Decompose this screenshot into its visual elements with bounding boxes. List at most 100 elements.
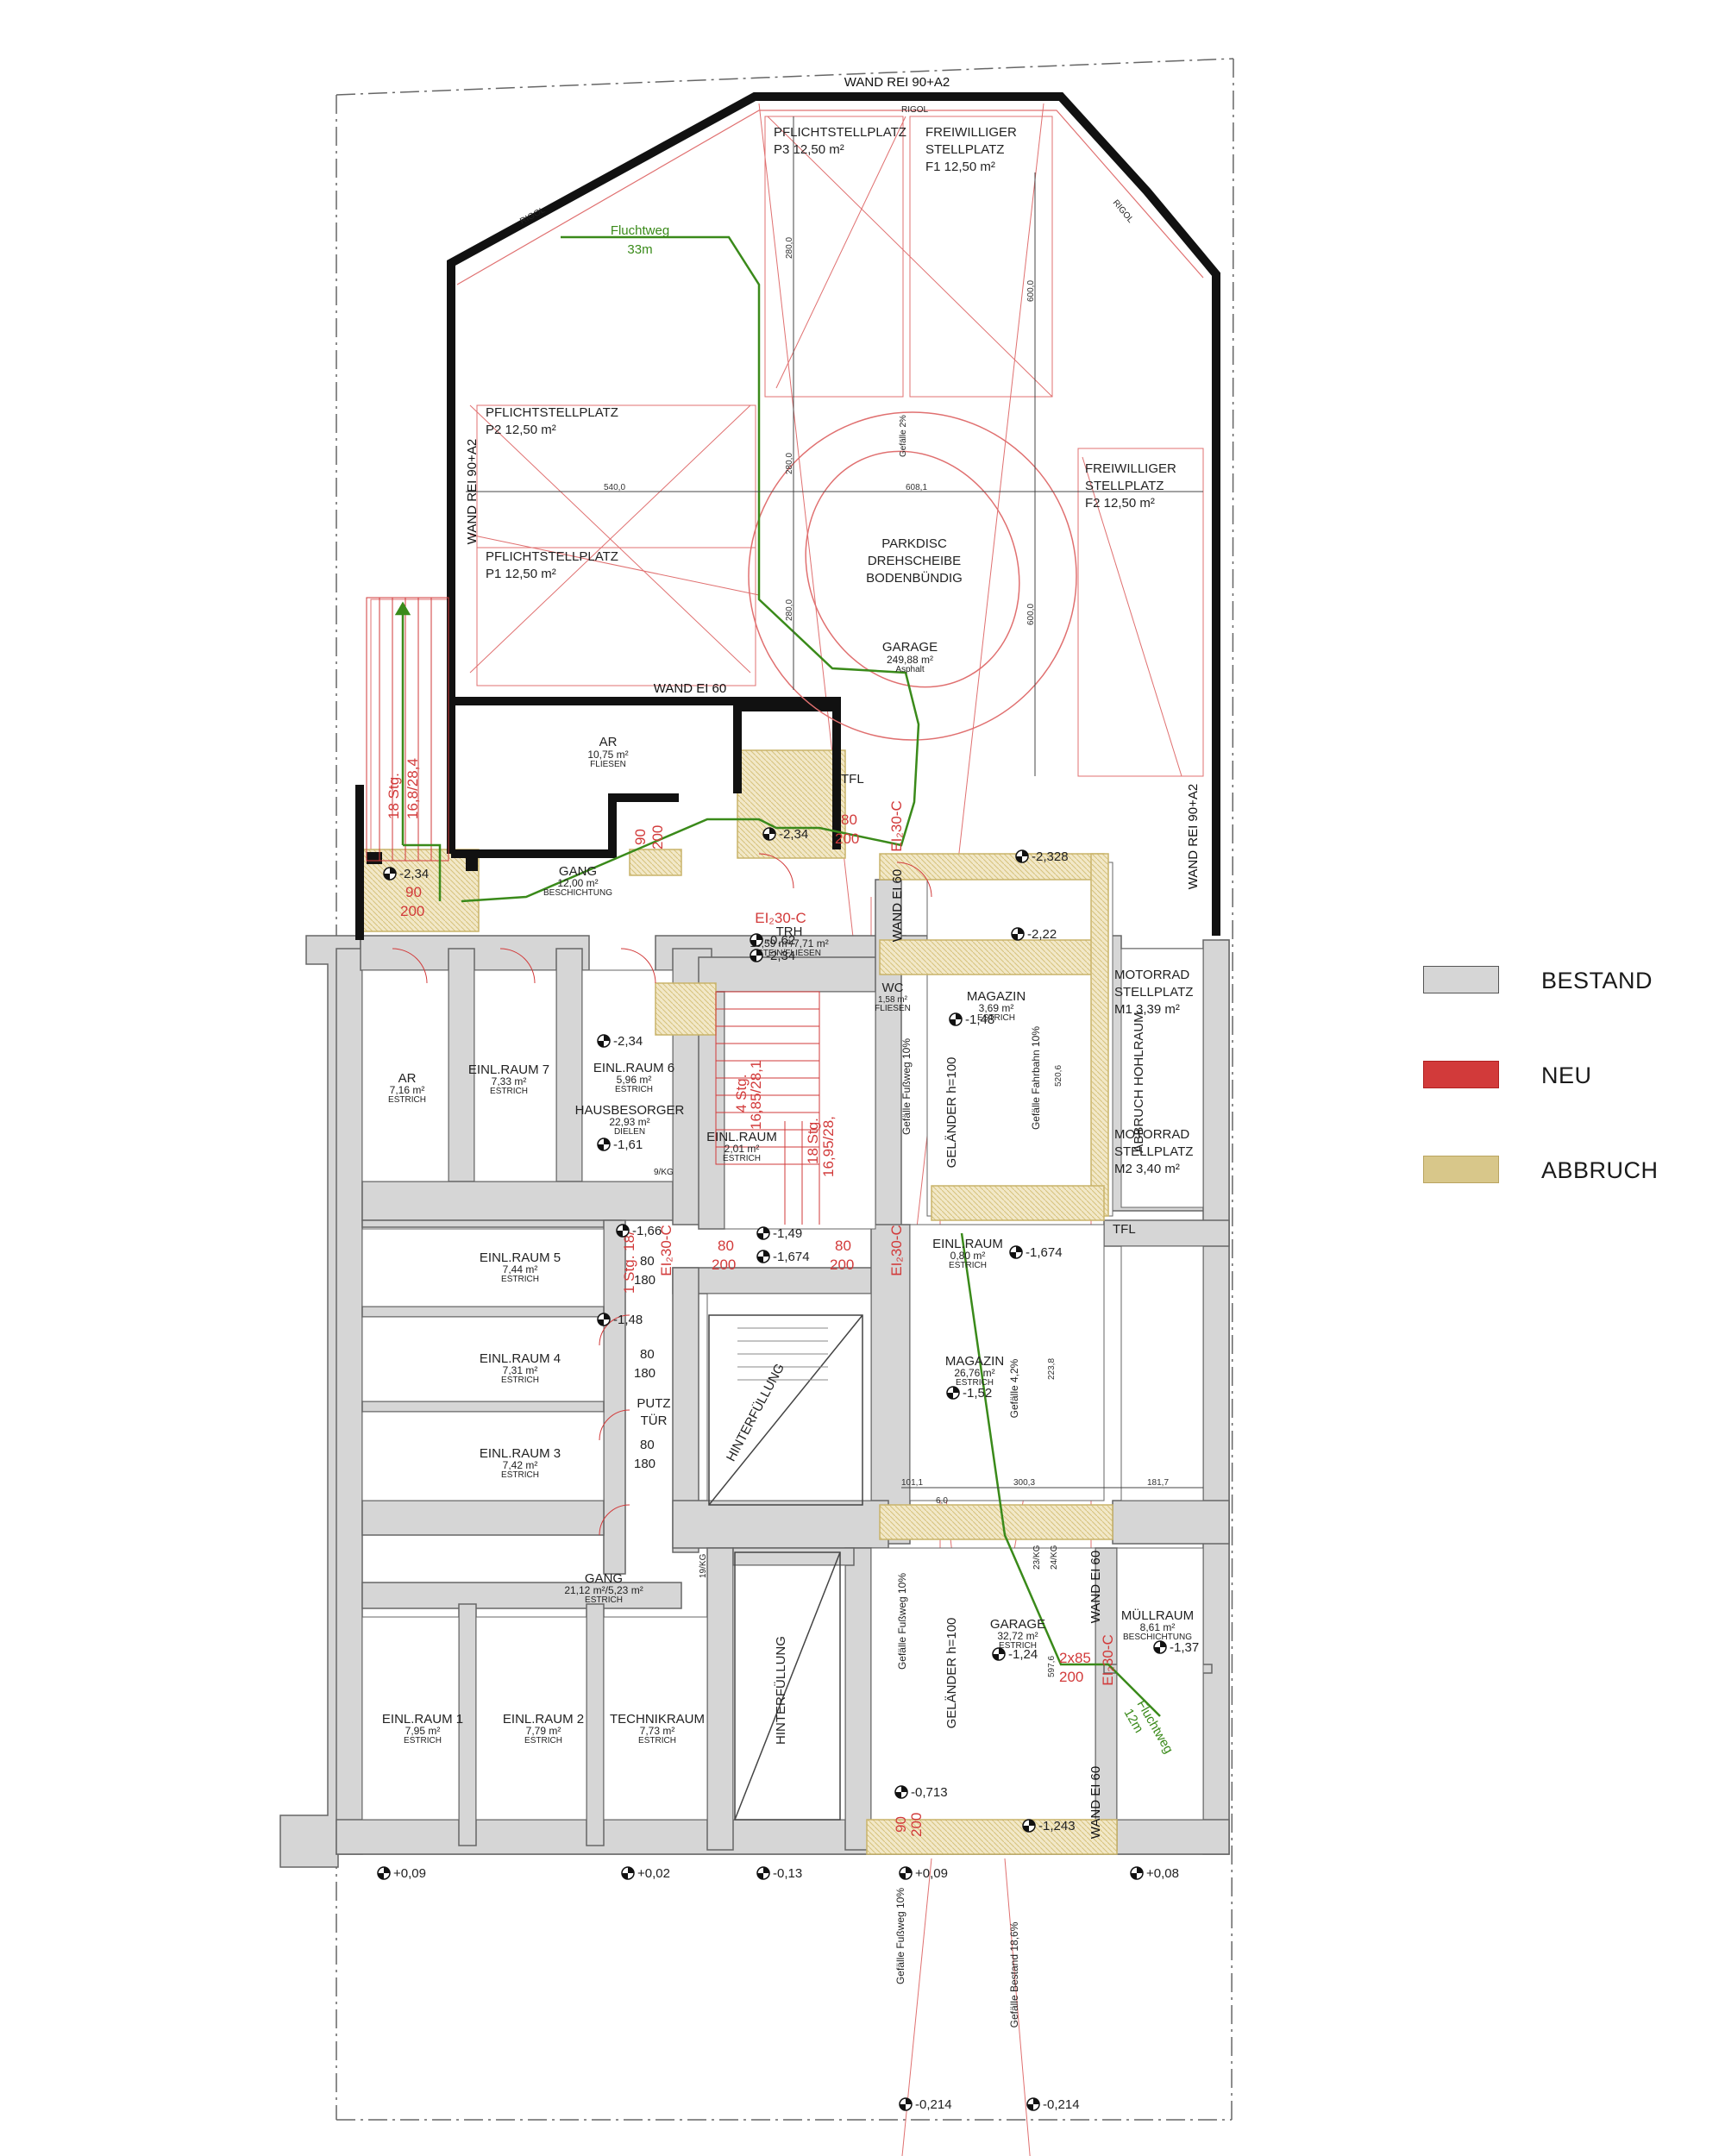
rigol-label-top: RIGOL: [901, 105, 929, 115]
svg-text:7,44 m²: 7,44 m²: [503, 1263, 538, 1275]
kg23-label: 23/KG: [1032, 1545, 1042, 1570]
level-value: -0,214: [915, 2097, 952, 2112]
parking-m1: MOTORRAD STELLPLATZ M1 3,39 m²: [1114, 968, 1193, 1017]
stair-label-4: 1 Stg. 18/: [621, 1231, 637, 1294]
svg-text:EINL.RAUM 2: EINL.RAUM 2: [503, 1712, 584, 1727]
dim-540: 540,0: [604, 483, 625, 492]
svg-text:STELLPLATZ: STELLPLATZ: [1114, 1144, 1193, 1159]
existing-walls: [279, 879, 1230, 1868]
wall-label-ei60-lower1: WAND EI 60: [1088, 1551, 1103, 1623]
svg-text:3,69 m²: 3,69 m²: [979, 1002, 1014, 1014]
svg-text:12,00 m²: 12,00 m²: [557, 877, 598, 889]
level-marker: -1,66: [616, 1224, 662, 1238]
dim-181: 181,7: [1147, 1478, 1169, 1488]
svg-text:ESTRICH: ESTRICH: [638, 1736, 676, 1745]
svg-text:M2 3,40 m²: M2 3,40 m²: [1114, 1162, 1180, 1176]
svg-text:F1 12,50 m²: F1 12,50 m²: [925, 160, 995, 174]
legend-label: NEU: [1541, 1062, 1592, 1088]
svg-text:PARKDISC: PARKDISC: [881, 536, 947, 551]
level-marker: -1,49: [756, 1226, 802, 1241]
level-marker: -2,22: [1011, 927, 1057, 942]
svg-text:FLIESEN: FLIESEN: [875, 1004, 911, 1013]
svg-text:7,42 m²: 7,42 m²: [503, 1459, 538, 1471]
svg-text:32,72 m²: 32,72 m²: [997, 1630, 1038, 1642]
svg-text:80: 80: [640, 1254, 655, 1269]
level-value: +0,09: [393, 1866, 426, 1881]
level-value: -0,62: [766, 933, 795, 948]
level-value: -1,48: [613, 1313, 643, 1327]
dim-600a: 600,0: [1026, 280, 1036, 302]
level-value: +0,08: [1146, 1866, 1179, 1881]
rigol-label: RIGOL: [518, 205, 547, 227]
svg-text:MAGAZIN: MAGAZIN: [967, 989, 1026, 1004]
door-dim-2: 90 200: [632, 825, 666, 849]
svg-text:7,31 m²: 7,31 m²: [503, 1364, 538, 1376]
svg-text:F2 12,50 m²: F2 12,50 m²: [1085, 496, 1155, 511]
existing-stairs: [737, 1327, 828, 1381]
svg-text:STEIN/FLIESEN: STEIN/FLIESEN: [757, 949, 821, 958]
dim-223: 223,8: [1047, 1358, 1057, 1380]
svg-text:18 Stg.: 18 Stg.: [386, 773, 402, 819]
cleaning-door-label-1: PUTZ: [637, 1396, 670, 1411]
svg-text:ESTRICH: ESTRICH: [585, 1595, 623, 1605]
wall-label-ei60-lower2: WAND EI 60: [1088, 1766, 1103, 1839]
svg-text:GARAGE: GARAGE: [882, 640, 938, 655]
svg-text:2x85: 2x85: [1059, 1650, 1091, 1666]
slope-mid: Gefälle 4,2%: [1008, 1358, 1020, 1418]
legend-label: BESTAND: [1541, 968, 1653, 993]
level-value: -0,13: [773, 1866, 802, 1881]
wall-label-ei60-vertical: WAND EI 60: [890, 869, 905, 942]
dim-520: 520,6: [1054, 1065, 1063, 1087]
new-stairs: [366, 597, 820, 1225]
svg-text:Fluchtweg: Fluchtweg: [611, 223, 669, 238]
stair-label-3: 18 Stg. 16,95/28,: [805, 1116, 837, 1177]
room-einl3: EINL.RAUM 3 7,42 m² ESTRICH: [480, 1446, 561, 1480]
level-value: -2,34: [766, 949, 795, 963]
svg-text:Asphalt: Asphalt: [895, 665, 925, 674]
level-value: +0,02: [637, 1866, 670, 1881]
legend-item: ABBRUCH: [1423, 1156, 1699, 1250]
svg-text:ESTRICH: ESTRICH: [404, 1736, 442, 1745]
kg24-label: 24/KG: [1050, 1545, 1059, 1570]
svg-text:MÜLLRAUM: MÜLLRAUM: [1121, 1608, 1194, 1623]
svg-text:EINL.RAUM 3: EINL.RAUM 3: [480, 1446, 561, 1461]
level-value: -2,34: [779, 827, 808, 842]
svg-text:2,01 m²: 2,01 m²: [724, 1143, 760, 1155]
svg-text:7,95 m²: 7,95 m²: [405, 1725, 441, 1737]
svg-text:4 Stg.: 4 Stg.: [733, 1075, 750, 1112]
dim-101: 101,1: [901, 1478, 923, 1488]
parking-f2: FREIWILLIGER STELLPLATZ F2 12,50 m²: [1085, 461, 1176, 511]
svg-text:GANG: GANG: [585, 1571, 623, 1586]
level-marker: -1,61: [597, 1138, 643, 1152]
fire-door-label-3: EI₂30-C: [658, 1225, 674, 1276]
svg-text:200: 200: [908, 1813, 925, 1837]
svg-text:5,96 m²: 5,96 m²: [617, 1074, 652, 1086]
level-marker: +0,08: [1130, 1866, 1179, 1881]
legend-swatch: [1423, 966, 1499, 993]
svg-text:EINL.RAUM 7: EINL.RAUM 7: [468, 1062, 549, 1077]
svg-text:26,76 m²: 26,76 m²: [954, 1367, 994, 1379]
svg-text:200: 200: [712, 1257, 736, 1273]
slope-roadway: Gefälle Fahrbahn 10%: [1030, 1026, 1042, 1130]
room-gang-upper: GANG 12,00 m² BESCHICHTUNG: [543, 864, 612, 898]
room-einl2: EINL.RAUM 2 7,79 m² ESTRICH: [503, 1712, 584, 1745]
level-value: -2,34: [613, 1034, 643, 1049]
room-einl7: EINL.RAUM 7 7,33 m² ESTRICH: [468, 1062, 549, 1096]
svg-text:249,88 m²: 249,88 m²: [887, 654, 933, 666]
legend-swatch: [1423, 1061, 1499, 1088]
svg-text:FREIWILLIGER: FREIWILLIGER: [1085, 461, 1176, 476]
svg-text:MOTORRAD: MOTORRAD: [1114, 968, 1189, 982]
dim-280c: 280,0: [785, 599, 794, 621]
svg-text:200: 200: [830, 1257, 854, 1273]
fire-door-label-4: EI₂30-C: [888, 1225, 905, 1276]
svg-text:ESTRICH: ESTRICH: [501, 1376, 539, 1385]
svg-text:DIELEN: DIELEN: [614, 1127, 645, 1137]
svg-text:ESTRICH: ESTRICH: [388, 1095, 426, 1105]
dim-280b: 280,0: [785, 453, 794, 474]
rigol-label-right: RIGOL: [1111, 198, 1136, 225]
svg-text:90: 90: [893, 1816, 909, 1833]
svg-text:80: 80: [841, 812, 857, 828]
svg-text:ESTRICH: ESTRICH: [501, 1275, 539, 1284]
level-markers: -2,34-2,34-2,328-2,22-0,62-2,34-1,48-2,3…: [377, 827, 1199, 2112]
svg-text:HAUSBESORGER: HAUSBESORGER: [575, 1103, 685, 1118]
